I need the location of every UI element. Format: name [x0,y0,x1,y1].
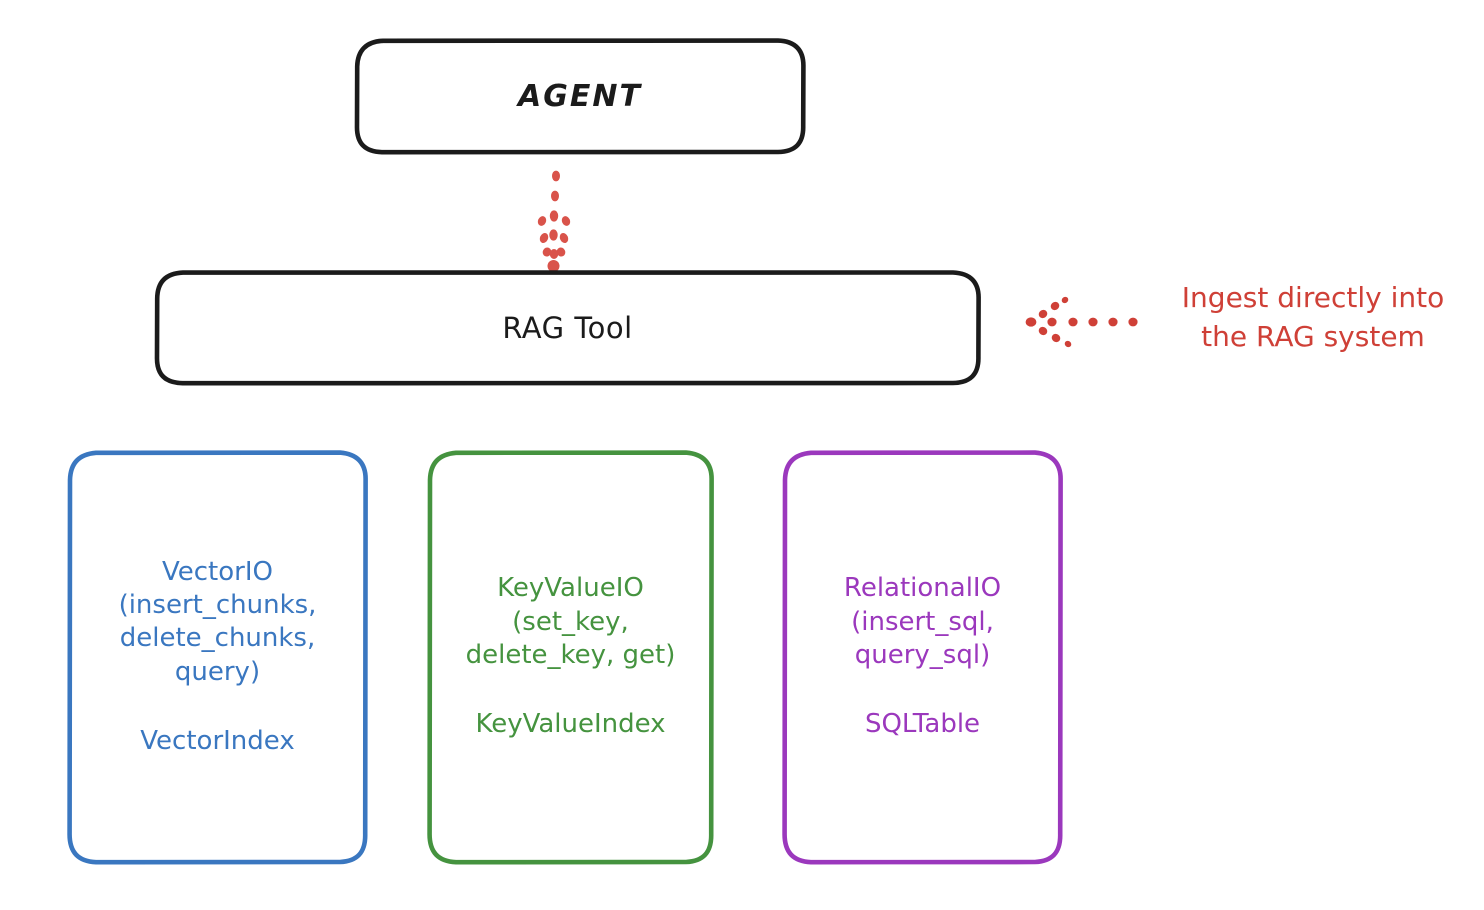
agent-box-outline [354,38,806,155]
key-value-io-box-outline [427,450,714,865]
vector-io-node[interactable] [67,450,368,865]
agent-node[interactable] [354,38,806,155]
relational-io-box-outline [782,450,1063,865]
relational-io-node[interactable] [782,450,1063,865]
rag-tool-node[interactable] [154,270,981,386]
rag-tool-box-outline [154,270,981,386]
key-value-io-node[interactable] [427,450,714,865]
vector-io-box-outline [67,450,368,865]
agent-to-rag-connector [537,170,571,272]
ingest-connector-arrow [1025,296,1138,348]
